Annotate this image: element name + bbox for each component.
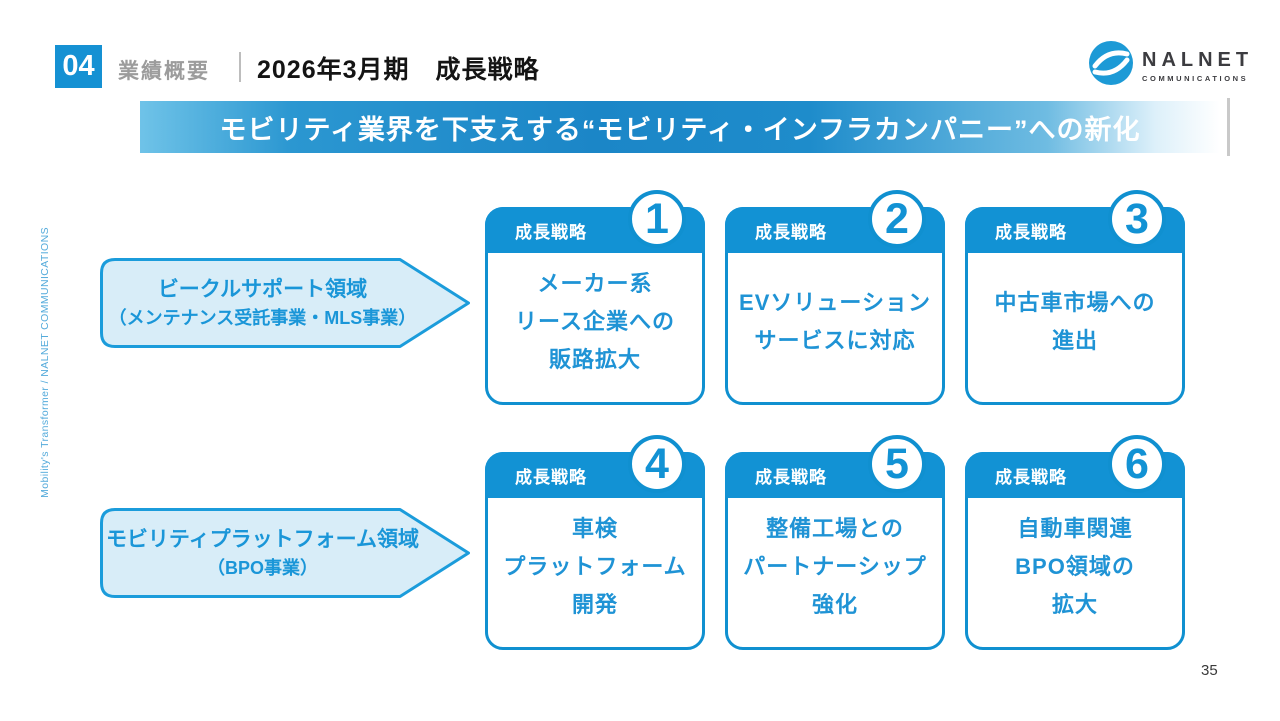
strategy-card-1: 成長戦略 1 メーカー系 リース企業への 販路拡大 xyxy=(485,190,705,405)
strategy-line: 開発 xyxy=(571,591,618,617)
strategy-line: EVソリューション xyxy=(739,289,931,315)
area-subtitle: （BPO事業） xyxy=(206,557,318,578)
strategy-line: メーカー系 xyxy=(537,270,653,296)
strategy-line: 整備工場との xyxy=(766,515,904,541)
area-arrow-text: モビリティプラットフォーム領域 （BPO事業） xyxy=(100,508,425,598)
page-title: 2026年3月期 成長戦略 xyxy=(257,56,540,84)
strategy-line: リース企業への xyxy=(515,308,675,334)
vertical-credit-label: Mobility's Transformer / NALNET COMMUNIC… xyxy=(39,226,51,498)
arrow-shape xyxy=(100,508,470,598)
section-label: 業績概要 xyxy=(118,60,210,83)
slide-headline-banner: モビリティ業界を下支えする“モビリティ・インフラカンパニー”への新化 xyxy=(140,101,1220,153)
strategy-line: 販路拡大 xyxy=(548,346,641,372)
area-arrow-text: ビークルサポート領域 （メンテナンス受託事業・MLS事業） xyxy=(100,258,425,348)
header-divider xyxy=(239,52,241,82)
strategy-line: 強化 xyxy=(811,591,858,617)
section-number-badge: 04 xyxy=(55,45,102,88)
strategy-line: 自動車関連 xyxy=(1017,515,1133,541)
page-number: 35 xyxy=(1201,662,1218,679)
strategy-card-5: 成長戦略 5 整備工場との パートナーシップ 強化 xyxy=(725,435,945,650)
strategy-line: パートナーシップ xyxy=(743,553,927,579)
area-arrow-vehicle-support: ビークルサポート領域 （メンテナンス受託事業・MLS事業） xyxy=(100,258,470,348)
area-title: モビリティプラットフォーム領域 xyxy=(105,527,420,551)
strategy-line: プラットフォーム xyxy=(503,553,687,579)
strategy-number-badge: 3 xyxy=(1108,190,1166,248)
strategy-line: サービスに対応 xyxy=(754,327,916,353)
area-subtitle: （メンテナンス受託事業・MLS事業） xyxy=(108,307,417,328)
area-arrow-mobility-platform: モビリティプラットフォーム領域 （BPO事業） xyxy=(100,508,470,598)
strategy-number-badge: 6 xyxy=(1108,435,1166,493)
strategy-line: 拡大 xyxy=(1051,591,1098,617)
area-title: ビークルサポート領域 xyxy=(157,277,368,301)
strategy-card-4: 成長戦略 4 車検 プラットフォーム 開発 xyxy=(485,435,705,650)
strategy-card-body: メーカー系 リース企業への 販路拡大 xyxy=(488,253,702,402)
company-logo: NALNET COMMUNICATIONS xyxy=(1088,40,1253,91)
strategy-line: 車検 xyxy=(571,515,618,541)
slide-headline: モビリティ業界を下支えする“モビリティ・インフラカンパニー”への新化 xyxy=(219,114,1141,145)
strategy-number-badge: 5 xyxy=(868,435,926,493)
strategy-card-3: 成長戦略 3 中古車市場への 進出 xyxy=(965,190,1185,405)
strategy-card-body: 中古車市場への 進出 xyxy=(968,253,1182,402)
strategy-card-body: EVソリューション サービスに対応 xyxy=(728,253,942,402)
strategy-label: 成長戦略 xyxy=(995,222,1067,242)
strategy-label: 成長戦略 xyxy=(515,467,587,487)
strategy-label: 成長戦略 xyxy=(755,467,827,487)
arrow-shape xyxy=(100,258,470,348)
strategy-number-badge: 2 xyxy=(868,190,926,248)
logo-name: NALNET xyxy=(1142,48,1254,71)
strategy-card-2: 成長戦略 2 EVソリューション サービスに対応 xyxy=(725,190,945,405)
strategy-label: 成長戦略 xyxy=(755,222,827,242)
logo-text: NALNET COMMUNICATIONS xyxy=(1142,49,1253,83)
strategy-card-6: 成長戦略 6 自動車関連 BPO領域の 拡大 xyxy=(965,435,1185,650)
strategy-label: 成長戦略 xyxy=(995,467,1067,487)
strategy-line: 中古車市場への xyxy=(994,289,1156,315)
banner-side-rule xyxy=(1227,98,1230,156)
strategy-line: BPO領域の xyxy=(1015,553,1135,579)
strategy-card-body: 整備工場との パートナーシップ 強化 xyxy=(728,498,942,647)
logo-subtitle: COMMUNICATIONS xyxy=(1142,73,1249,83)
strategy-line: 進出 xyxy=(1051,327,1098,353)
strategy-number-badge: 1 xyxy=(628,190,686,248)
strategy-card-body: 自動車関連 BPO領域の 拡大 xyxy=(968,498,1182,647)
vertical-credit-text: Mobility's Transformer / NALNET COMMUNIC… xyxy=(34,222,56,502)
strategy-number-badge: 4 xyxy=(628,435,686,493)
nalnet-swirl-icon xyxy=(1088,40,1134,91)
strategy-card-body: 車検 プラットフォーム 開発 xyxy=(488,498,702,647)
strategy-label: 成長戦略 xyxy=(515,222,587,242)
